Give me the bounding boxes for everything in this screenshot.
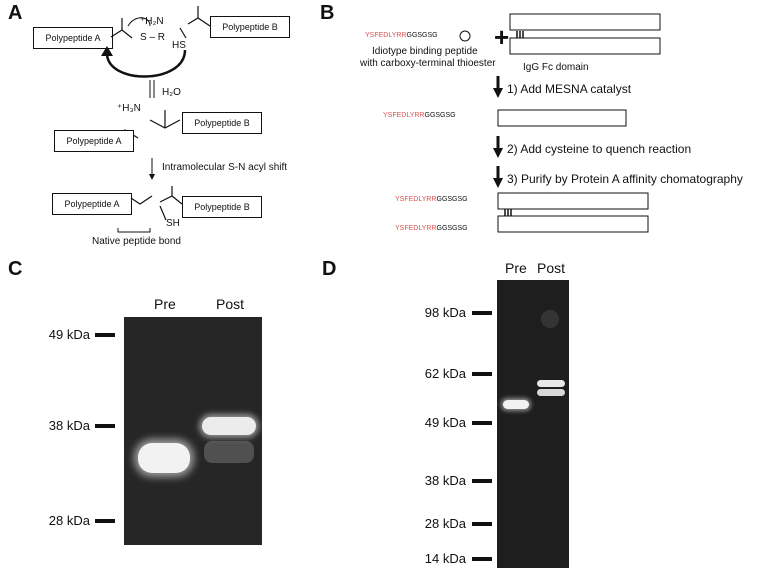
- peptide-sequence-final-2: YSFEDLYRRGGSGSG: [395, 225, 468, 232]
- marker-d-98-tick: [472, 311, 492, 315]
- lane-label-post-d: Post: [537, 260, 566, 276]
- fc-chain-top: [509, 13, 661, 31]
- marker-d-62-tick: [472, 372, 492, 376]
- step-3-text: 3) Purify by Protein A affinity chomatog…: [507, 172, 743, 186]
- sh-label: SH: [166, 218, 180, 229]
- panel-letter-b: B: [320, 2, 335, 24]
- idiotype-label-1: Idiotype binding peptide: [372, 46, 478, 57]
- step-arrow-head-3: [493, 178, 503, 188]
- marker-d-62: 62 kDa: [424, 366, 466, 381]
- marker-d-38-tick: [472, 479, 492, 483]
- polypeptide-b-box-1: Polypeptide B: [210, 16, 290, 38]
- band-post-c: [202, 417, 256, 435]
- peptide-sequence-top: YSFEDLYRRGGSGSG: [365, 32, 438, 39]
- marker-c-49: 49 kDa: [48, 327, 90, 342]
- small-curved-arrow: [127, 17, 151, 27]
- polypeptide-a-box-1: Polypeptide A: [33, 27, 113, 49]
- native-bond-label: Native peptide bond: [92, 236, 181, 247]
- step-2-text: 2) Add cysteine to quench reaction: [507, 142, 692, 156]
- hs-label: HS: [172, 40, 186, 51]
- product-side-chain: [159, 205, 167, 221]
- fc-intermediate: [497, 109, 627, 127]
- fc-final-bottom: [497, 215, 649, 233]
- panel-letter-c: C: [8, 258, 23, 280]
- faint-post-d: [541, 310, 559, 328]
- polypeptide-a-box-3: Polypeptide A: [52, 193, 132, 215]
- product-backbone-2: [159, 195, 183, 205]
- peptide-black-mid: GGSGSG: [424, 112, 456, 119]
- lane-label-pre-c: Pre: [154, 296, 176, 312]
- marker-d-49: 49 kDa: [424, 415, 466, 430]
- panel-letter-d: D: [322, 258, 337, 280]
- peptide-sequence-final-1: YSFEDLYRRGGSGSG: [395, 196, 468, 203]
- polypeptide-a-box-2: Polypeptide A: [54, 130, 134, 152]
- marker-d-28: 28 kDa: [424, 516, 466, 531]
- peptide-red-final-2: YSFEDLYRR: [395, 225, 437, 232]
- band-pre-d: [503, 400, 529, 409]
- peptide-black-final-1: GGSGSG: [436, 196, 468, 203]
- peptide-red-final-1: YSFEDLYRR: [395, 196, 437, 203]
- peptide-red-mid: YSFEDLYRR: [383, 112, 425, 119]
- thioester-ring: [459, 30, 471, 42]
- native-bond-bracket: [117, 228, 151, 233]
- gel-d: [497, 280, 569, 568]
- fc-scheme-svg: [459, 13, 661, 233]
- shift-arrow-head: [149, 174, 155, 180]
- marker-d-98: 98 kDa: [424, 305, 466, 320]
- step-arrow-head-1: [493, 88, 503, 98]
- thioester-bond: [110, 29, 133, 39]
- s-r-label: S – R: [140, 32, 166, 43]
- marker-d-38: 38 kDa: [424, 473, 466, 488]
- plus-sign: +: [494, 22, 510, 52]
- marker-c-28-tick: [95, 519, 115, 523]
- marker-d-49-tick: [472, 421, 492, 425]
- polypeptide-b-box-3: Polypeptide B: [182, 196, 262, 218]
- marker-c-49-tick: [95, 333, 115, 337]
- step-arrow-head-2: [493, 148, 503, 158]
- h3n-label: ⁺H₃N: [117, 103, 141, 114]
- marker-d-14: 14 kDa: [424, 551, 466, 566]
- fc-final-top: [497, 192, 649, 210]
- marker-d-14-tick: [472, 557, 492, 561]
- fc-chain-bottom: [509, 37, 661, 55]
- h2o-label: H₂O: [162, 87, 181, 98]
- band-pre-c: [138, 443, 190, 473]
- panel-letter-a: A: [8, 2, 23, 24]
- reaction-scheme-svg: [101, 6, 211, 233]
- h2n-label-1: ⁺H₂N: [140, 16, 164, 27]
- idiotype-label-2: with carboxy-terminal thioester: [360, 58, 496, 69]
- big-arrow-head: [101, 46, 113, 56]
- peptide-sequence-mid: YSFEDLYRRGGSGSG: [383, 112, 456, 119]
- lane-label-pre-d: Pre: [505, 260, 527, 276]
- marker-c-38: 38 kDa: [48, 418, 90, 433]
- fc-domain-label: IgG Fc domain: [523, 62, 589, 73]
- marker-c-38-tick: [95, 424, 115, 428]
- band-post-d-upper: [537, 380, 565, 387]
- acyl-shift-label: Intramolecular S-N acyl shift: [162, 162, 288, 173]
- marker-d-28-tick: [472, 522, 492, 526]
- cys-backbone-1: [187, 17, 211, 27]
- band-post-d-lower: [537, 389, 565, 396]
- marker-c-28: 28 kDa: [48, 513, 90, 528]
- side-chain-1: [179, 27, 187, 39]
- peptide-black-final-2: GGSGSG: [436, 225, 468, 232]
- smear-post-c: [204, 441, 254, 463]
- gel-c: [124, 317, 262, 545]
- peptide-red-part: YSFEDLYRR: [365, 32, 407, 39]
- peptide-black-part: GGSGSG: [406, 32, 438, 39]
- polypeptide-b-box-2: Polypeptide B: [182, 112, 262, 134]
- lane-label-post-c: Post: [216, 296, 245, 312]
- big-curved-arrow: [105, 49, 187, 78]
- step-1-text: 1) Add MESNA catalyst: [507, 82, 632, 96]
